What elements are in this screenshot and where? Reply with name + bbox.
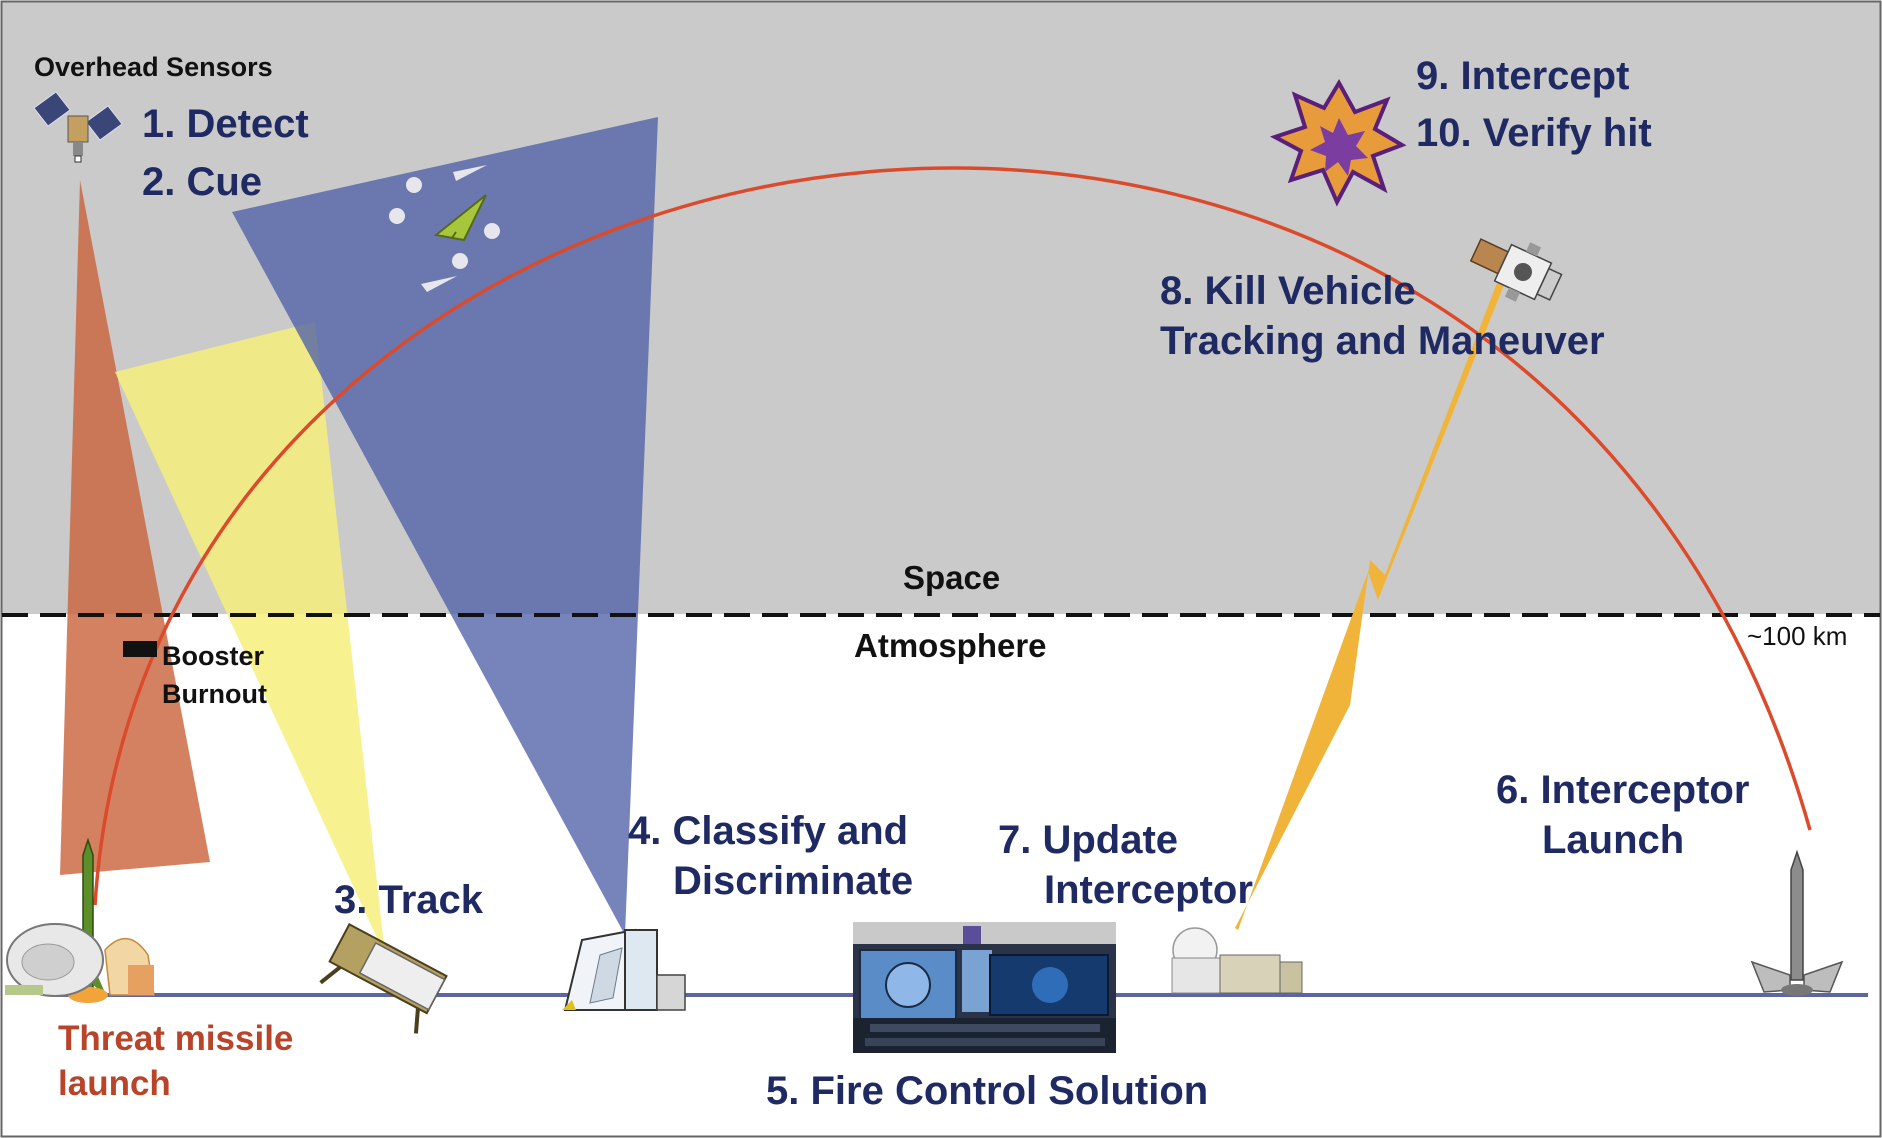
booster-burnout-marker: [123, 641, 157, 657]
step-7-update-label-line1: 7. Update: [998, 818, 1178, 862]
launch-site-icon: [5, 923, 155, 997]
step-8-kill-vehicle-label-line1: 8. Kill Vehicle: [1160, 269, 1416, 313]
warhead-icon: [433, 194, 487, 242]
threat-launch-label-line2: launch: [58, 1064, 171, 1103]
booster-burnout-label-line2: Burnout: [162, 679, 267, 709]
step-6-interceptor-launch-label-line2: Launch: [1542, 818, 1684, 862]
explosion-core: [1310, 118, 1368, 176]
ground-station-icon: [1171, 927, 1303, 994]
interceptor-icon: [1750, 849, 1844, 996]
threat-launch-label-line1: Threat missile: [58, 1019, 293, 1058]
step-3-track-label: 3. Track: [334, 878, 484, 922]
step-2-cue-label: 2. Cue: [142, 160, 262, 204]
step-4-classify-label-line1: 4. Classify and: [628, 809, 908, 853]
decoy-objects: [389, 165, 500, 292]
ir-sensor-cone: [60, 180, 210, 875]
discrimination-radar-beam: [232, 117, 658, 935]
radar-building-icon: [562, 928, 686, 1011]
kill-vehicle-icon: [1469, 238, 1563, 302]
datalink-bolt: [1235, 275, 1508, 930]
step-6-interceptor-launch-label-line1: 6. Interceptor: [1496, 768, 1749, 812]
track-radar-beam: [115, 322, 385, 955]
atmosphere-label: Atmosphere: [854, 627, 1047, 664]
overhead-sensors-label: Overhead Sensors: [34, 52, 273, 82]
step-7-update-label-line2: Interceptor: [1044, 868, 1253, 912]
control-room-icon: [853, 922, 1116, 1053]
step-4-classify-label-line2: Discriminate: [673, 859, 913, 903]
step-10-verify-label: 10. Verify hit: [1416, 111, 1652, 155]
space-label: Space: [903, 559, 1000, 596]
radar-icon: [319, 923, 448, 1034]
step-8-kill-vehicle-label-line2: Tracking and Maneuver: [1160, 319, 1605, 363]
step-9-intercept-label: 9. Intercept: [1416, 54, 1629, 98]
booster-burnout-label-line1: Booster: [162, 641, 265, 671]
altitude-label: ~100 km: [1747, 621, 1847, 651]
threat-trajectory: [93, 166, 1812, 906]
step-1-detect-label: 1. Detect: [142, 102, 309, 146]
step-5-fire-control-label: 5. Fire Control Solution: [766, 1069, 1208, 1113]
satellite-icon: [33, 91, 123, 163]
